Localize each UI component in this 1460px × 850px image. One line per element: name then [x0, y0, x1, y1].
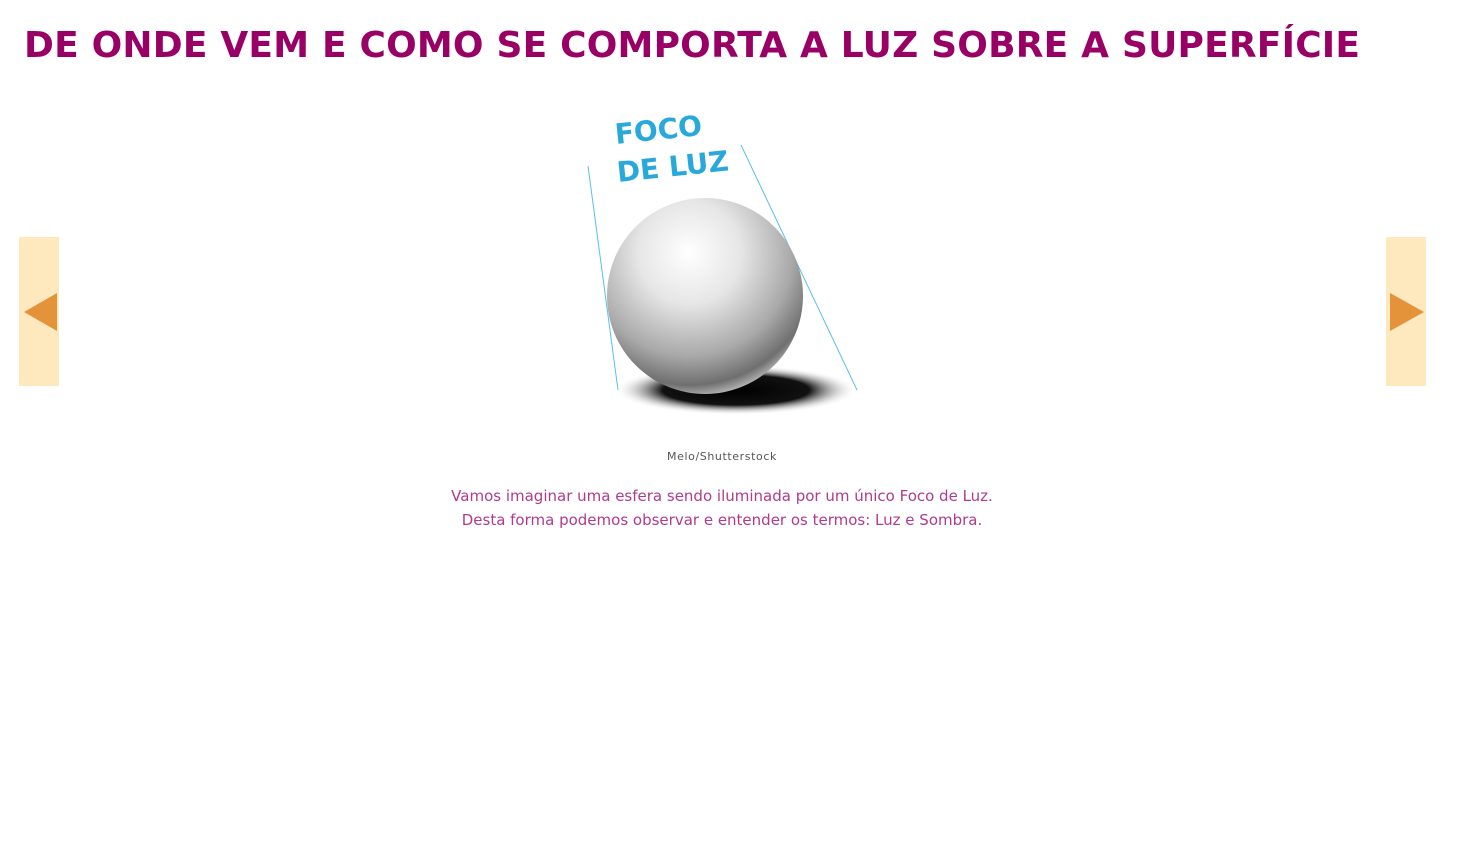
description-line: Vamos imaginar uma esfera sendo iluminad… [451, 487, 993, 505]
page-title: DE ONDE VEM E COMO SE COMPORTA A LUZ SOB… [24, 25, 1361, 66]
light-ray-left [587, 165, 619, 391]
previous-button[interactable] [19, 237, 59, 386]
triangle-right-icon [1390, 292, 1424, 331]
sphere-illustration: FOCO DE LUZ [560, 100, 880, 430]
image-credit: Melo/Shutterstock [667, 450, 777, 463]
description-line: Desta forma podemos observar e entender … [461, 511, 983, 529]
light-ray-right [740, 144, 858, 391]
triangle-left-icon [24, 292, 57, 331]
sphere-light-image: FOCO DE LUZ [587, 109, 858, 415]
light-source-label-line1: FOCO [613, 109, 703, 151]
next-button[interactable] [1386, 237, 1426, 386]
description-text: Vamos imaginar uma esfera sendo iluminad… [0, 484, 1444, 532]
light-source-label-line2: DE LUZ [615, 144, 730, 189]
sphere [607, 198, 803, 394]
